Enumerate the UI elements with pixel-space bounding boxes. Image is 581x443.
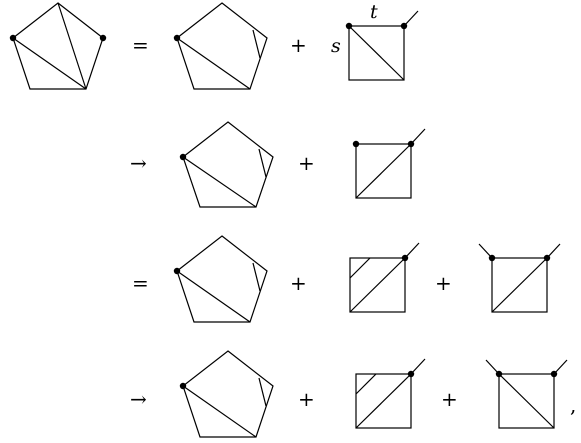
row-3: = + +	[132, 235, 561, 323]
box-diagonal-up-two-legs-diagram	[478, 243, 561, 313]
arrow-sign: →	[130, 387, 147, 411]
row-2: → +	[130, 121, 426, 208]
marked-vertex	[179, 153, 187, 161]
arrow-sign: →	[130, 151, 147, 175]
pentagon-chord-cut-diagram	[173, 2, 268, 90]
plus-sign: +	[298, 151, 315, 175]
row-4: → + + ,	[130, 350, 576, 438]
trailing-comma: ,	[570, 393, 576, 417]
label-t: t	[370, 1, 378, 23]
marked-vertex	[400, 22, 408, 30]
row-1: = + s t	[9, 1, 419, 90]
marked-vertex	[495, 370, 503, 378]
marked-vertex	[488, 254, 496, 262]
marked-vertex	[401, 254, 409, 262]
box-diagonal-up-corner-cut-diagram	[355, 358, 426, 429]
plus-sign: +	[441, 387, 458, 411]
marked-vertex	[543, 254, 551, 262]
marked-vertex	[173, 267, 181, 275]
box-diagonal-down-diagram: t	[345, 1, 419, 81]
marked-vertex	[352, 140, 360, 148]
coefficient-s: s	[331, 35, 341, 57]
pentagon-chord-cut-diagram	[179, 350, 274, 438]
equals-sign: =	[132, 33, 149, 57]
plus-sign: +	[290, 271, 307, 295]
plus-sign: +	[435, 271, 452, 295]
marked-vertex	[99, 34, 107, 42]
marked-vertex	[345, 22, 353, 30]
pentagon-chord-cut-diagram	[173, 235, 268, 323]
marked-vertex	[173, 34, 181, 42]
marked-vertex	[407, 140, 415, 148]
marked-vertex	[9, 34, 17, 42]
marked-vertex	[179, 382, 187, 390]
box-diagonal-up-corner-cut-diagram	[349, 242, 420, 313]
equals-sign: =	[132, 271, 149, 295]
plus-sign: +	[290, 33, 307, 57]
box-diagonal-down-two-legs-diagram	[485, 359, 568, 429]
marked-vertex	[550, 370, 558, 378]
plus-sign: +	[298, 387, 315, 411]
pentagon-chord-cut-diagram	[179, 121, 274, 208]
marked-vertex	[407, 370, 415, 378]
lhs-pentagon-diagram	[9, 2, 107, 90]
box-diagonal-up-diagram	[352, 128, 426, 199]
